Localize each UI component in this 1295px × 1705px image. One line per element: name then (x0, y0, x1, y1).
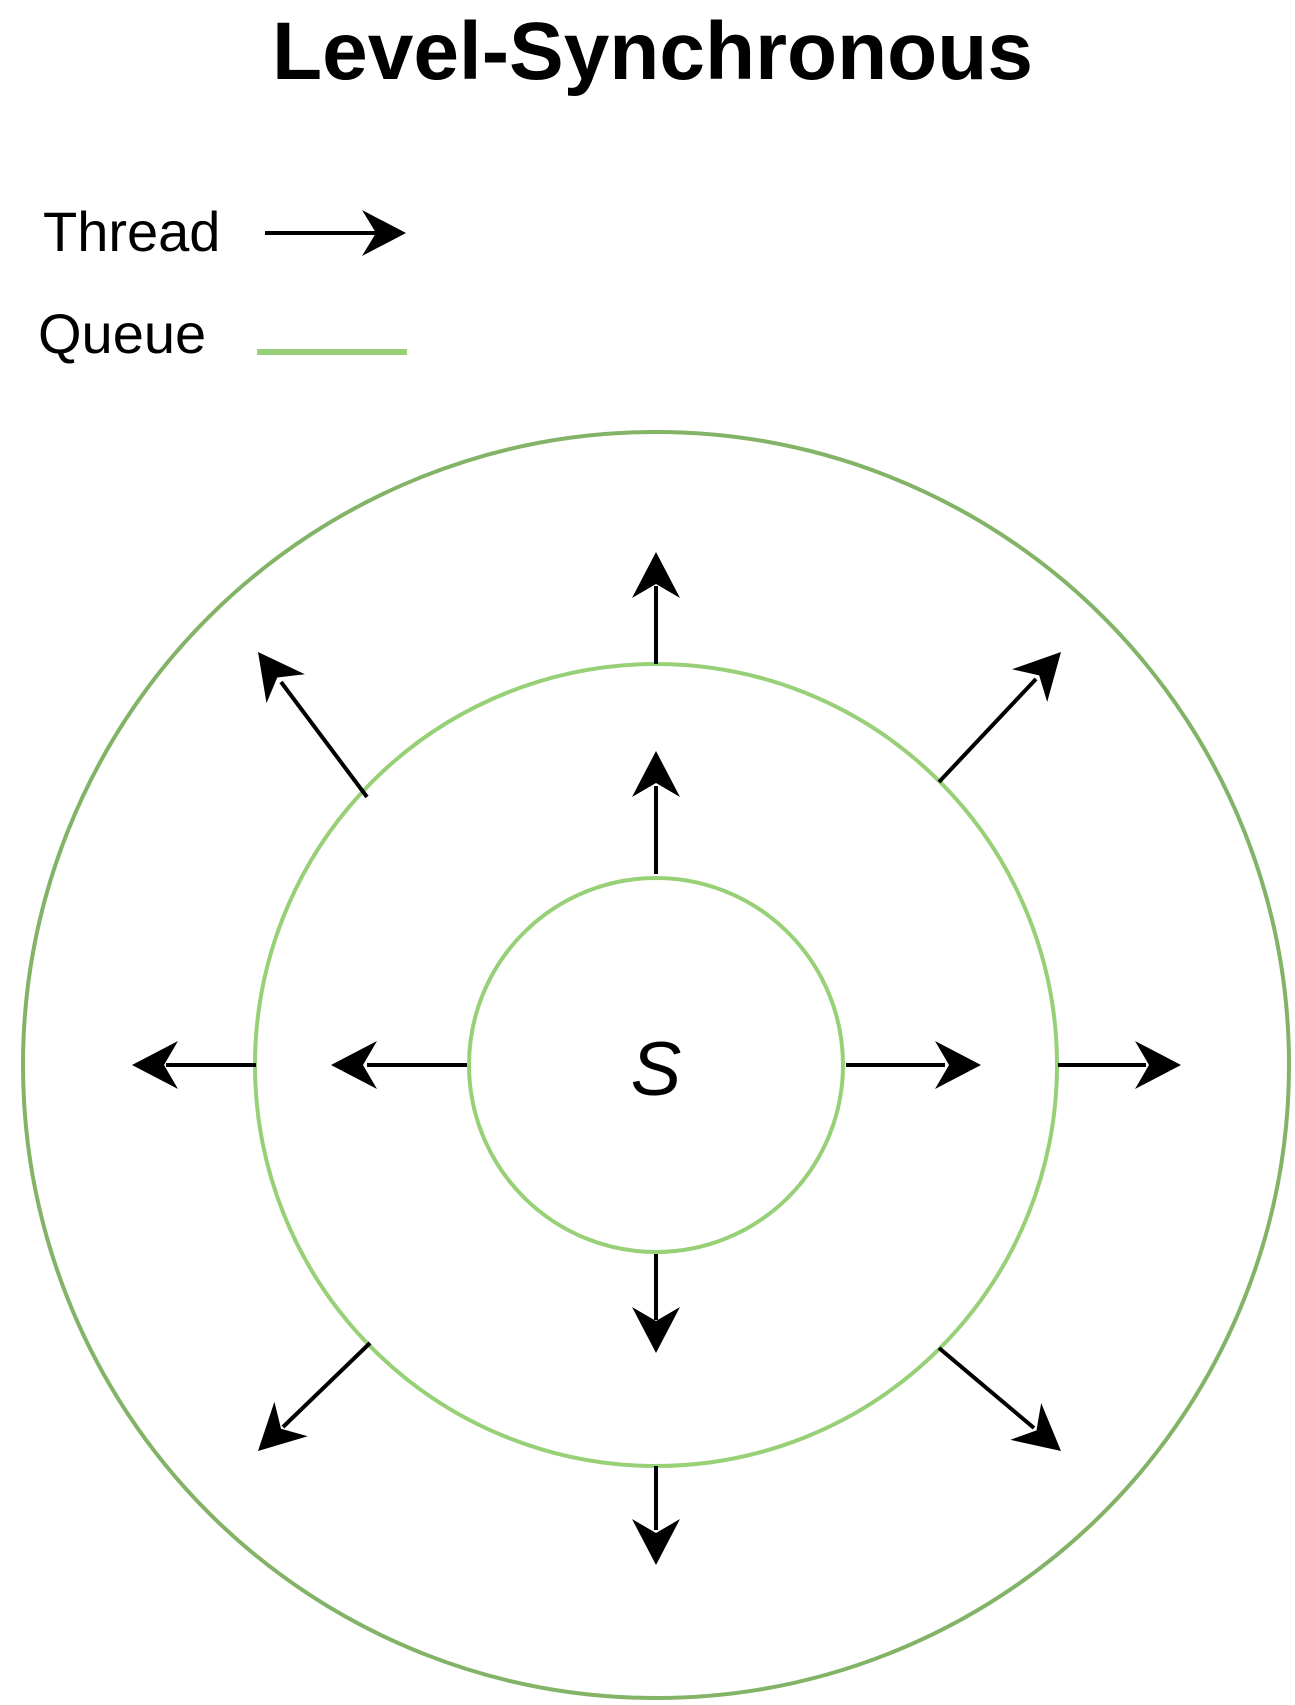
page-title: Level-Synchronous (272, 6, 1033, 97)
queue-ring-inner (467, 876, 845, 1254)
thread-arrow-level1-down (632, 1254, 680, 1353)
thread-arrow-level1-left (331, 1041, 467, 1089)
thread-arrow-level2-up (632, 552, 680, 664)
legend-thread-arrow-icon (265, 210, 406, 256)
legend-thread-label: Thread (43, 200, 221, 263)
thread-arrow-level2-down-right (937, 1346, 1077, 1470)
thread-arrow-level2-up-right (937, 635, 1079, 784)
thread-arrow-level2-down-left (241, 1341, 372, 1469)
thread-arrow-level2-up-left (238, 637, 369, 799)
thread-arrow-level1-right (846, 1041, 981, 1089)
thread-arrow-level1-up (632, 751, 680, 874)
legend-queue-label: Queue (38, 302, 207, 365)
thread-arrow-level2-down (632, 1466, 680, 1565)
thread-arrow-level2-left (132, 1041, 256, 1089)
queue-ring-outer (21, 430, 1291, 1700)
thread-arrow-level2-right (1058, 1041, 1181, 1089)
source-node-label: S (631, 1027, 682, 1112)
